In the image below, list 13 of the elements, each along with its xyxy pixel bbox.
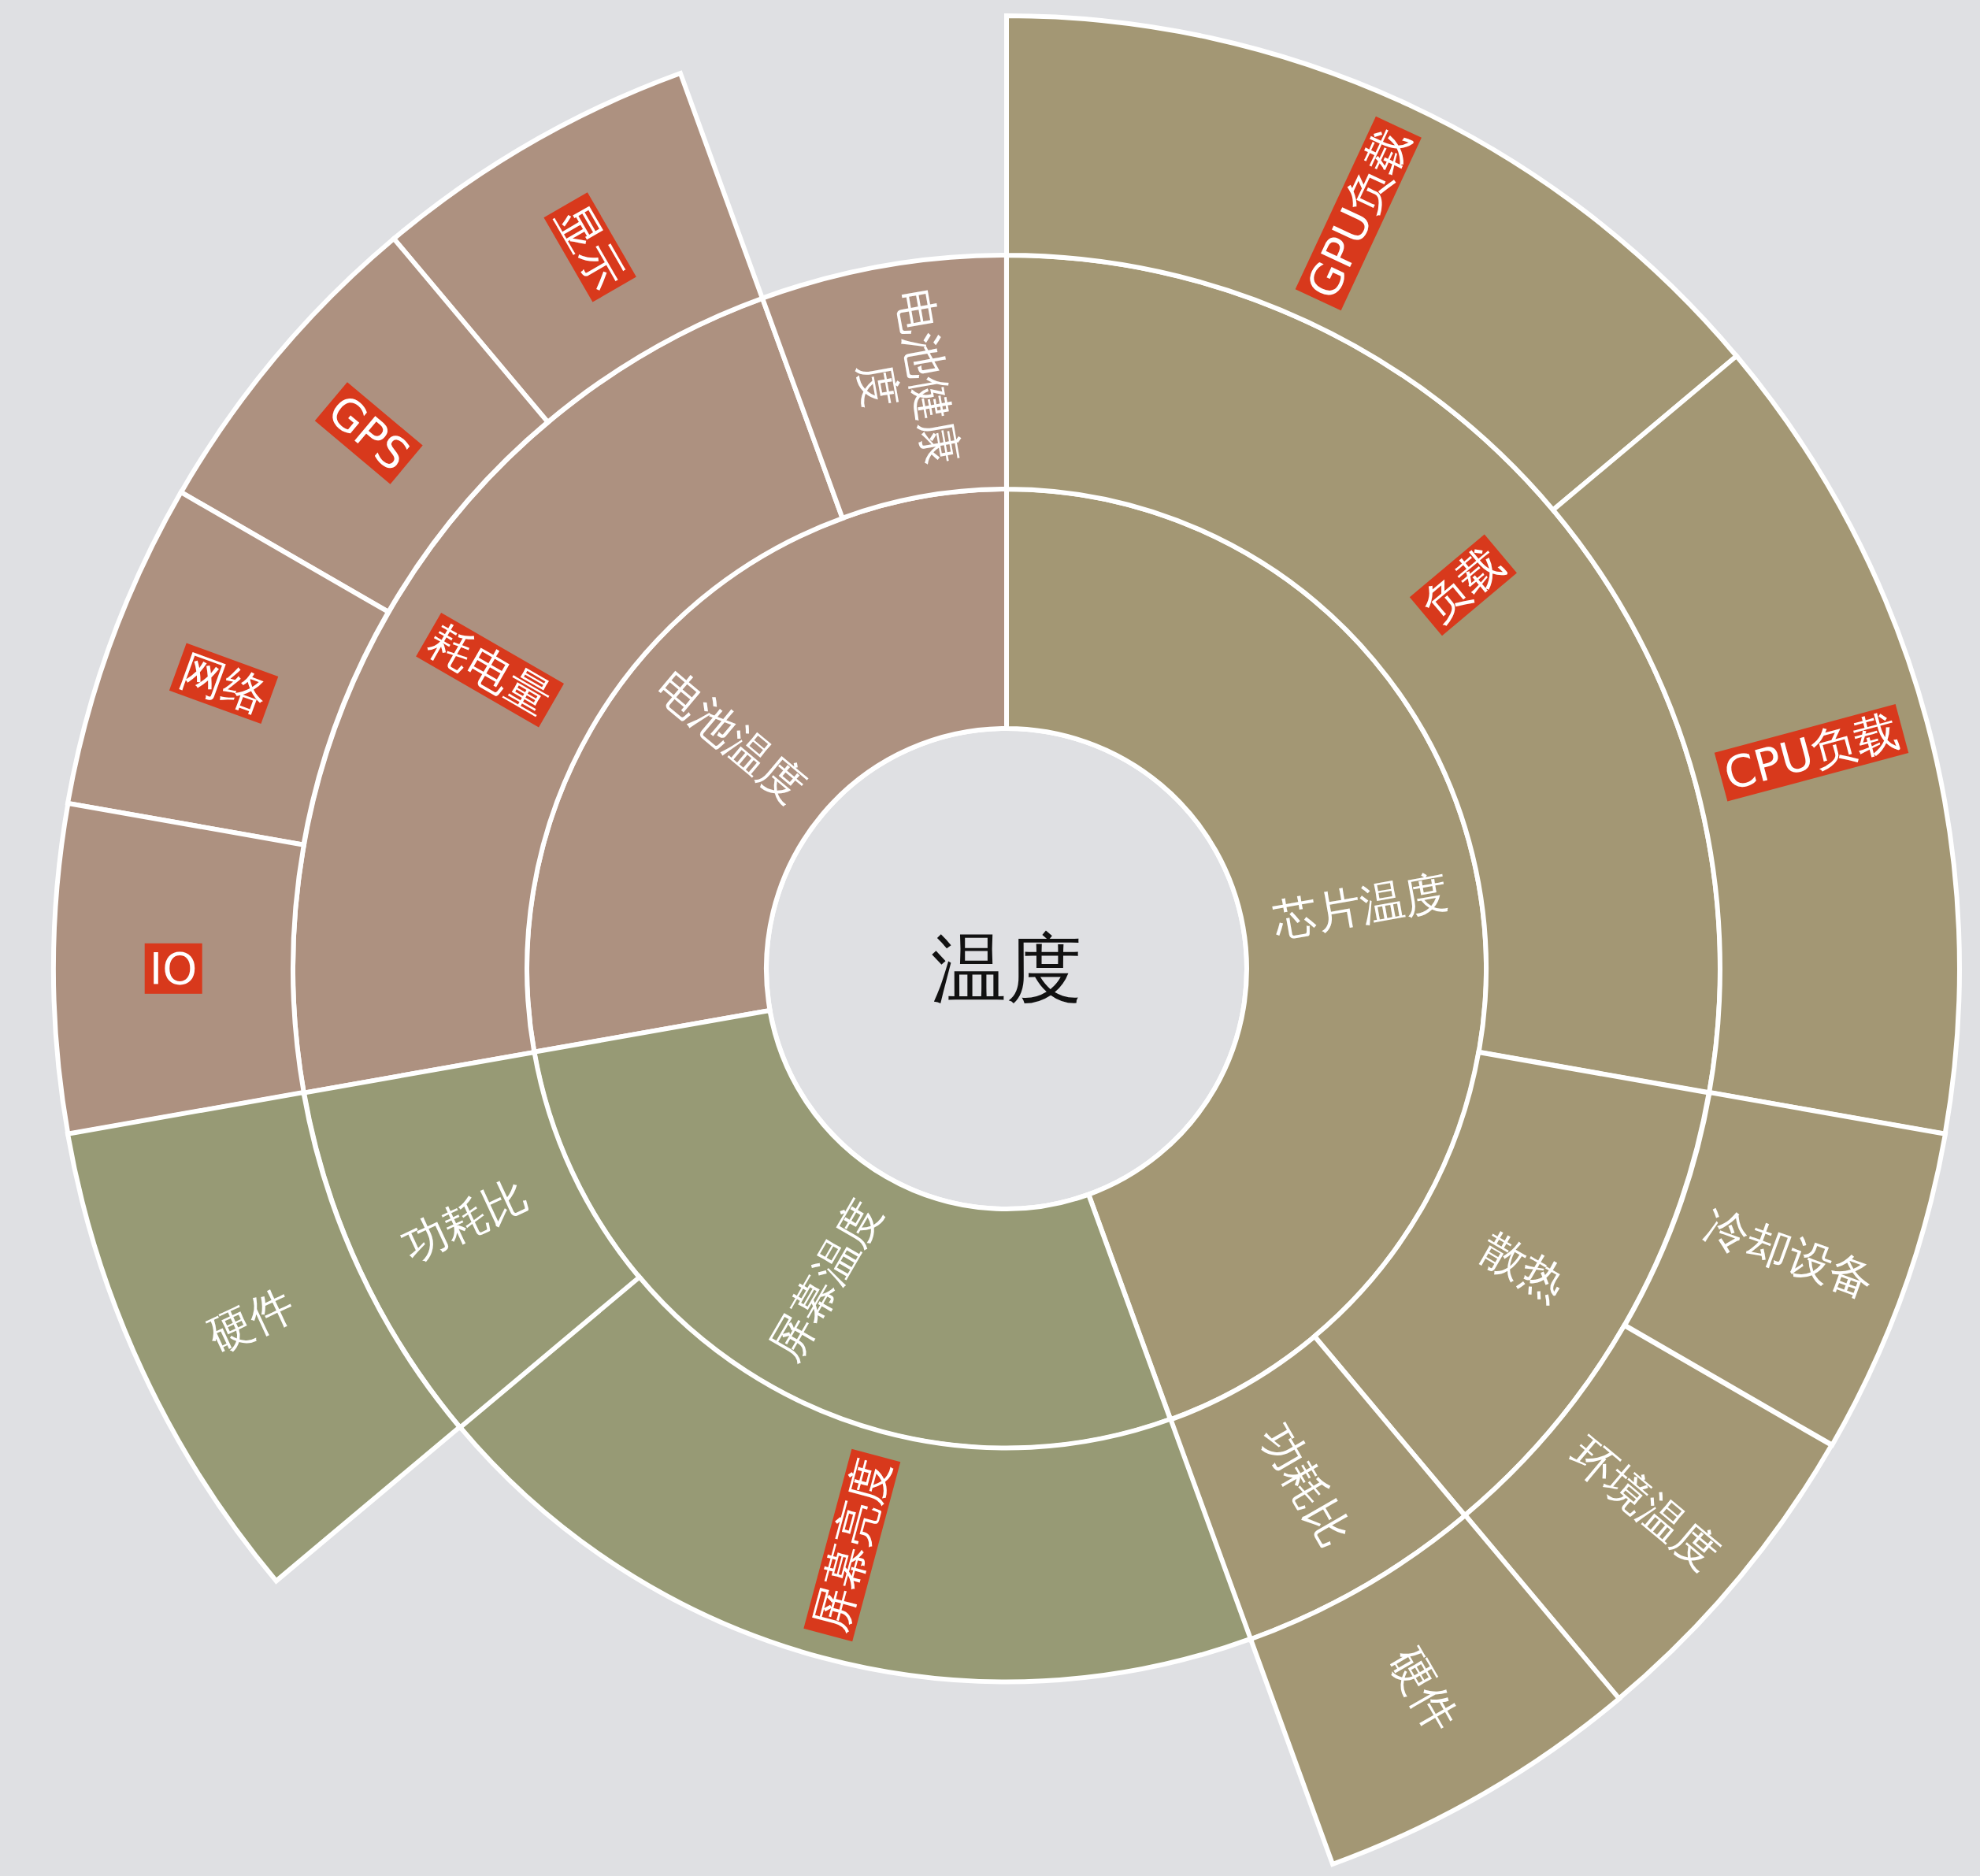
segment-label: 散热 [1472,1222,1574,1311]
segment-label: 冷却设备 [1697,1199,1882,1308]
segment-label: 功耗比 [1249,1415,1360,1555]
segment-label: 硬件 [200,1279,302,1363]
segment-label: 屏幕温度 [760,1191,893,1370]
segment-label: 电池温度 [647,661,815,814]
segment-label: 环境温度 [1561,1428,1729,1581]
segment-label: 功耗比 [395,1170,537,1272]
center-label: 温度 [931,925,1082,1013]
segment-label: 电池健康度 [848,284,970,470]
segment-label: IO [144,943,202,995]
segment-label: 芯片温度 [1270,866,1452,947]
segment-label: 硬件 [1379,1639,1467,1741]
